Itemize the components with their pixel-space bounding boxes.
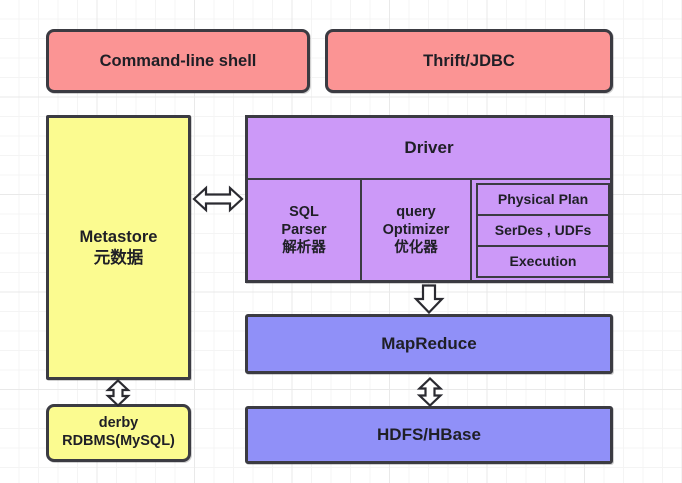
double-arrow-horizontal-icon — [192, 185, 244, 213]
sql-parser-line1: SQL — [289, 203, 319, 220]
node-mapreduce[interactable]: MapReduce — [245, 314, 613, 374]
driver-columns: SQL Parser 解析器 query Optimizer 优化器 Physi… — [248, 180, 610, 280]
query-optimizer-line3: 优化器 — [394, 240, 438, 257]
node-label: HDFS/HBase — [377, 424, 481, 444]
driver-column-sql-parser[interactable]: SQL Parser 解析器 — [248, 180, 362, 280]
query-optimizer-line2: Optimizer — [382, 221, 450, 238]
driver-item-physical-plan[interactable]: Physical Plan — [476, 182, 610, 216]
driver-item-execution[interactable]: Execution — [476, 244, 610, 278]
node-command-line-shell[interactable]: Command-line shell — [46, 29, 310, 93]
arrow-metastore-derby — [103, 379, 133, 407]
arrow-down-icon — [413, 284, 445, 314]
node-label: Thrift/JDBC — [423, 51, 515, 70]
metastore-label-cn: 元数据 — [93, 248, 144, 267]
derby-label-line2: RDBMS(MySQL) — [62, 433, 175, 449]
metastore-label-en: Metastore — [79, 228, 158, 247]
node-derby-rdbms[interactable]: derby RDBMS(MySQL) — [46, 404, 191, 462]
sql-parser-line3: 解析器 — [282, 240, 326, 257]
arrow-metastore-driver — [192, 183, 244, 215]
arrow-driver-mapreduce — [411, 284, 447, 314]
driver-item-serdes-udfs[interactable]: SerDes , UDFs — [476, 213, 610, 247]
arrow-mapreduce-hdfs — [414, 377, 446, 407]
sql-parser-line2: Parser — [281, 221, 327, 238]
query-optimizer-line1: query — [396, 203, 436, 220]
node-metastore[interactable]: Metastore 元数据 — [46, 115, 191, 380]
node-thrift-jdbc[interactable]: Thrift/JDBC — [325, 29, 613, 93]
node-label: Command-line shell — [99, 51, 257, 70]
node-hdfs-hbase[interactable]: HDFS/HBase — [245, 406, 613, 464]
double-arrow-vertical-icon — [416, 377, 444, 407]
driver-title: Driver — [248, 118, 610, 180]
double-arrow-vertical-icon — [105, 379, 131, 407]
derby-label-line1: derby — [98, 415, 139, 432]
node-driver[interactable]: Driver SQL Parser 解析器 query Optimizer 优化… — [245, 115, 613, 283]
node-label: MapReduce — [381, 333, 477, 353]
driver-column-stack: Physical Plan SerDes , UDFs Execution — [472, 180, 610, 280]
driver-column-query-optimizer[interactable]: query Optimizer 优化器 — [362, 180, 472, 280]
